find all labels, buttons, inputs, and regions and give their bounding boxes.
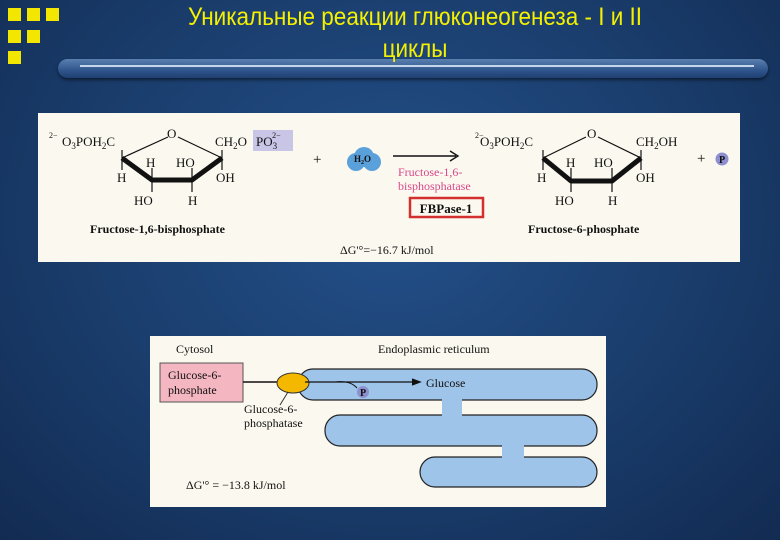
endoplasmic-reticulum-shape (297, 368, 598, 488)
svg-text:Glucose-6-: Glucose-6- (168, 368, 221, 382)
svg-text:2−: 2− (49, 131, 58, 140)
svg-text:+: + (697, 151, 705, 167)
bullet-square (27, 30, 40, 43)
svg-text:O3POH2C: O3POH2C (62, 134, 115, 151)
svg-text:O3POH2C: O3POH2C (480, 134, 533, 151)
svg-text:HO: HO (594, 155, 613, 170)
svg-text:CH2O: CH2O (215, 134, 247, 151)
svg-text:phosphate: phosphate (168, 383, 217, 397)
cytosol-label: Cytosol (176, 342, 214, 356)
svg-text:PO32−: PO32− (256, 131, 281, 151)
reaction2-panel: Cytosol Endoplasmic reticulum Glucose-6-… (150, 336, 606, 507)
svg-text:H2O: H2O (354, 154, 371, 166)
delta-g-1: ΔG'°=−16.7 kJ/mol (340, 243, 434, 257)
reaction-arrow (393, 150, 460, 162)
svg-text:H: H (608, 193, 617, 208)
glucose-6-phosphatase-ellipse (276, 372, 310, 394)
enzyme-abbrev-box (408, 196, 485, 219)
water-molecule-icon: H2O (347, 147, 381, 171)
title-underline-bar (58, 59, 768, 78)
svg-text:O: O (167, 126, 176, 141)
bullet-square (8, 8, 21, 21)
enzyme-name-line2: bisphosphatase (398, 179, 471, 193)
enzyme-line2: phosphatase (244, 416, 303, 430)
bullet-square (8, 51, 21, 64)
reaction1-panel: 2− O3POH2C O CH2O PO32− H HO H OH HO H F… (38, 113, 740, 262)
phosphate-highlight (253, 130, 293, 151)
fructose-1-6-bisphosphate-structure: 2− O3POH2C O CH2O PO32− H HO H OH HO H F… (49, 126, 293, 236)
enzyme-line1: Glucose-6- (244, 402, 297, 416)
svg-text:+: + (313, 152, 321, 168)
svg-text:CH2OH: CH2OH (636, 134, 677, 151)
bullet-square (8, 30, 21, 43)
enzyme-abbrev: FBPase-1 (420, 201, 473, 216)
svg-text:HO: HO (176, 155, 195, 170)
phosphate-circle-icon: P (715, 152, 729, 166)
svg-text:P: P (719, 155, 725, 166)
svg-text:2−: 2− (475, 131, 484, 140)
svg-text:H: H (146, 155, 155, 170)
phosphate-circle-icon: P (357, 386, 369, 399)
er-label: Endoplasmic reticulum (378, 342, 490, 356)
slide-title-line2: циклы (382, 35, 448, 63)
fructose-6-phosphate-structure: 2− O3POH2C O CH2OH H HO H OH HO H Fructo… (475, 126, 677, 236)
svg-text:HO: HO (134, 193, 153, 208)
slide-title-line1: Уникальные реакции глюконеогенеза - I и … (187, 3, 643, 31)
svg-text:OH: OH (636, 170, 655, 185)
enzyme-name-line1: Fructose-1,6- (398, 165, 462, 179)
bullet-square (46, 8, 59, 21)
product-name: Fructose-6-phosphate (528, 222, 640, 236)
svg-text:OH: OH (216, 170, 235, 185)
svg-text:H: H (188, 193, 197, 208)
svg-text:HO: HO (555, 193, 574, 208)
svg-text:P: P (360, 388, 366, 399)
glucose-6-phosphate-box (159, 362, 244, 403)
svg-text:H: H (566, 155, 575, 170)
glucose-label: Glucose (426, 376, 465, 390)
bullet-square (27, 8, 40, 21)
substrate-name: Fructose-1,6-bisphosphate (90, 222, 226, 236)
svg-text:H: H (117, 170, 126, 185)
delta-g-2: ΔG'° = −13.8 kJ/mol (186, 478, 286, 492)
svg-text:O: O (587, 126, 596, 141)
svg-text:H: H (537, 170, 546, 185)
